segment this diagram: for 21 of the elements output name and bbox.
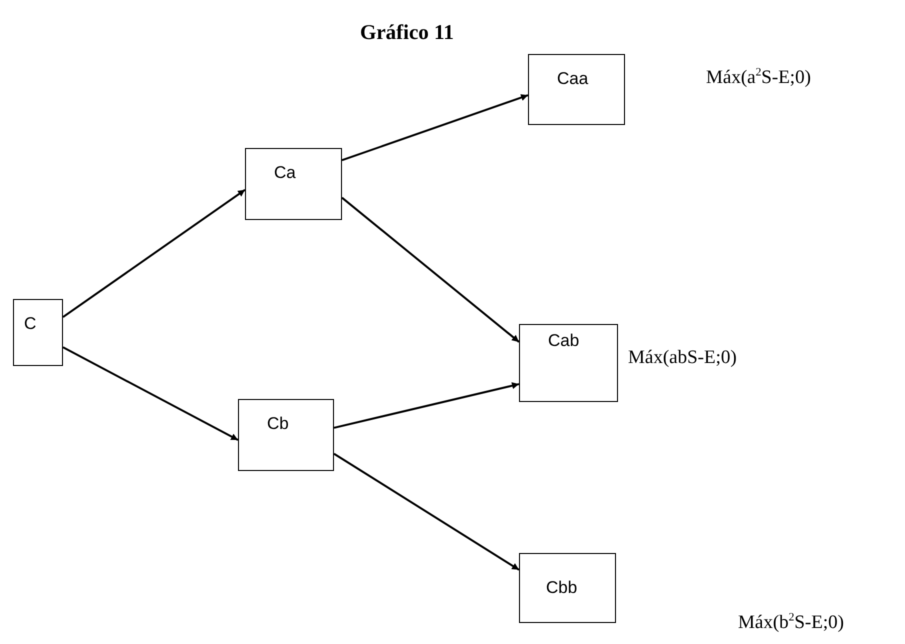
process-box — [13, 299, 63, 366]
diagram-title: Gráfico 11 — [360, 20, 454, 45]
arrow — [333, 452, 520, 571]
payoff-formula: Máx(b$^{2}$S-E;0) — [738, 612, 844, 634]
arrow — [342, 94, 528, 162]
node-label: Cbb — [546, 578, 578, 598]
node-label: Ca — [274, 163, 296, 183]
process-box — [528, 54, 625, 125]
payoff-formula: Máx(abS-E;0) — [628, 347, 737, 369]
arrow — [62, 188, 246, 318]
node-label: C — [24, 314, 36, 334]
node-label: Cab — [548, 331, 580, 351]
arrow — [341, 196, 520, 343]
payoff-formula: Máx(a$^{2}$S-E;0) — [706, 67, 811, 89]
node-label: Cb — [267, 414, 289, 434]
process-box — [238, 399, 334, 471]
arrow — [62, 346, 238, 441]
process-box — [245, 148, 342, 220]
node-label: Caa — [557, 69, 588, 89]
arrow — [334, 382, 520, 429]
process-box — [519, 553, 616, 623]
